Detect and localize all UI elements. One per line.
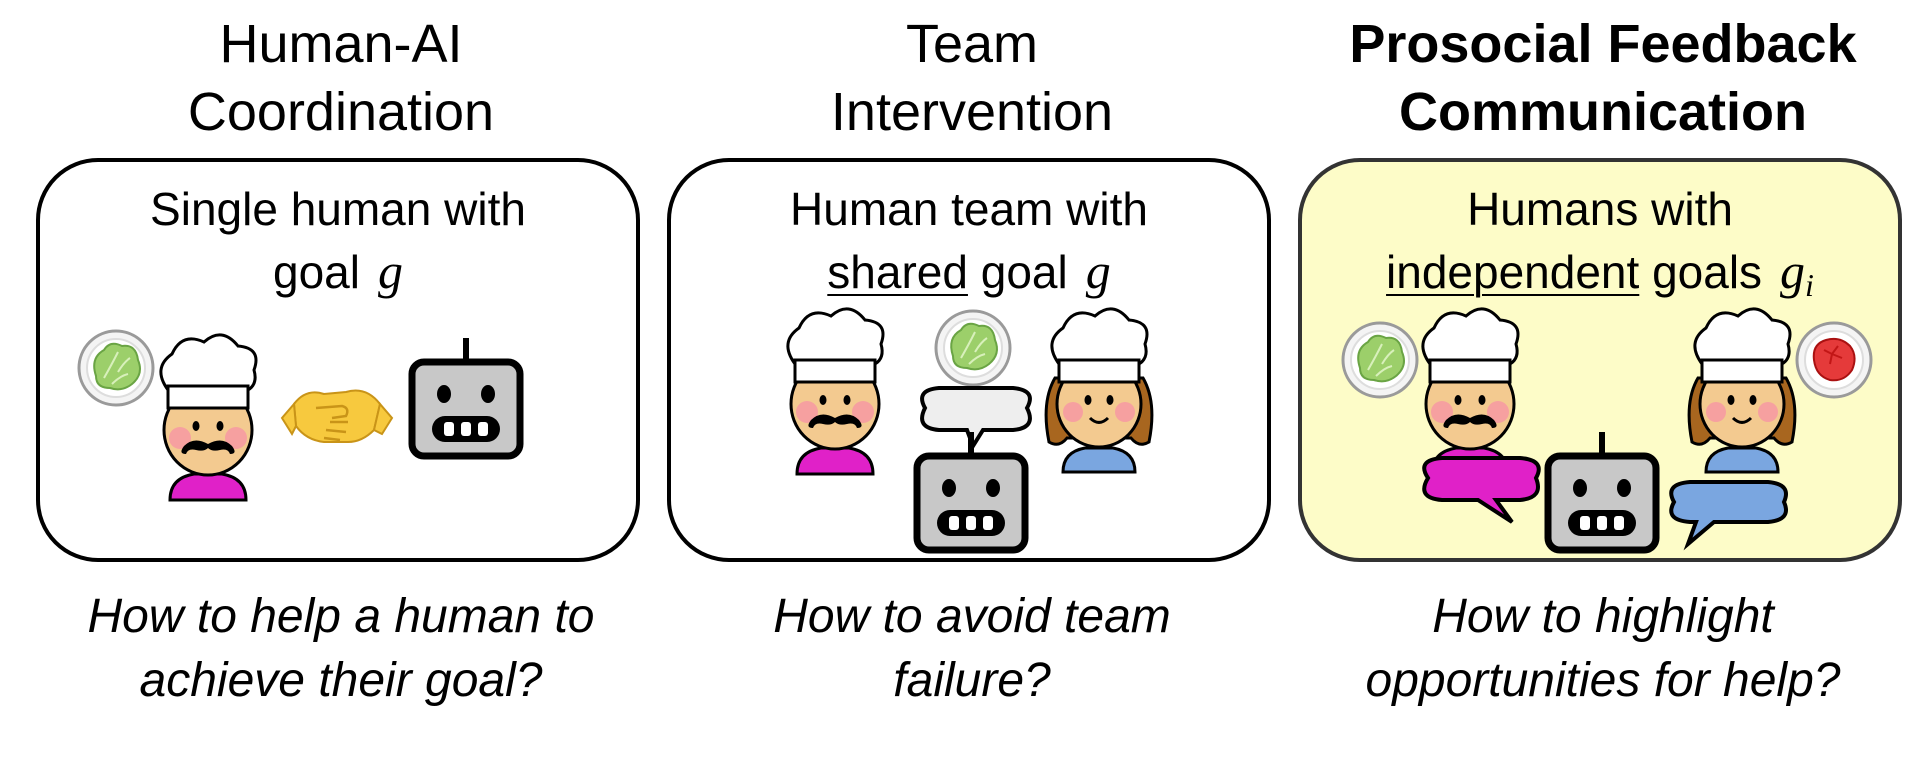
goal-symbol-base: g	[1780, 243, 1806, 299]
desc-underlined: shared	[827, 246, 968, 298]
title-line-1: Team	[905, 14, 1039, 74]
question-line-2: failure?	[893, 654, 1051, 707]
panel-human-ai-coordination: Human-AI Coordination Single human with …	[36, 0, 646, 780]
chef-female-icon	[1687, 307, 1797, 474]
desc-underlined: independent	[1386, 246, 1640, 298]
desc-text: goal	[273, 246, 360, 298]
desc-line-1: Single human with	[150, 183, 526, 235]
robot-icon	[917, 432, 1025, 550]
speech-bubble-icon	[1669, 480, 1788, 551]
research-question: How to avoid team failure?	[667, 585, 1277, 713]
lettuce-plate-icon	[77, 329, 155, 407]
question-line-2: achieve their goal?	[139, 654, 543, 707]
chef-male-icon	[1421, 307, 1520, 476]
desc-text: goal	[980, 246, 1068, 298]
panel-team-intervention: Team Intervention Human team with shared…	[667, 0, 1277, 780]
research-question: How to help a human to achieve their goa…	[36, 585, 646, 713]
scenario-illustration	[786, 307, 1154, 780]
title-line-2: Intervention	[830, 82, 1114, 142]
lettuce-plate-icon	[1341, 321, 1419, 399]
lettuce-plate-icon	[934, 309, 1012, 387]
robot-icon	[412, 338, 520, 456]
title-line-1: Human-AI	[219, 14, 463, 74]
research-question: How to highlight opportunities for help?	[1298, 585, 1908, 713]
desc-line-1: Human team with	[790, 183, 1148, 235]
chef-male-icon	[159, 333, 258, 502]
question-line-1: How to highlight	[1432, 590, 1774, 643]
panel-title: Human-AI Coordination	[36, 10, 646, 146]
goal-symbol: g	[1085, 243, 1111, 299]
tomato-plate-icon	[1795, 321, 1873, 399]
question-line-2: opportunities for help?	[1365, 654, 1841, 707]
panel-title: Prosocial Feedback Communication	[1298, 10, 1908, 146]
title-line-2: Communication	[1398, 82, 1807, 142]
handshake-icon	[280, 389, 394, 444]
panel-title: Team Intervention	[667, 10, 1277, 146]
panel-prosocial-feedback-communication: Prosocial Feedback Communication Humans …	[1298, 0, 1908, 780]
speech-bubble-icon	[920, 386, 1032, 451]
scenario-illustration	[1341, 307, 1873, 780]
question-line-1: How to avoid team	[773, 590, 1171, 643]
speech-bubble-icon	[1422, 456, 1541, 524]
title-line-1: Prosocial Feedback	[1349, 14, 1857, 74]
chef-male-icon	[786, 307, 885, 476]
question-line-1: How to help a human to	[87, 590, 595, 643]
robot-icon	[1548, 432, 1656, 550]
goal-symbol: g	[377, 243, 403, 299]
goal-symbol: gi	[1780, 243, 1814, 303]
title-line-2: Coordination	[187, 82, 495, 142]
desc-line-1: Humans with	[1467, 183, 1733, 235]
chef-female-icon	[1044, 307, 1154, 474]
goal-subscript: i	[1805, 267, 1814, 303]
desc-text: goals	[1652, 246, 1763, 298]
